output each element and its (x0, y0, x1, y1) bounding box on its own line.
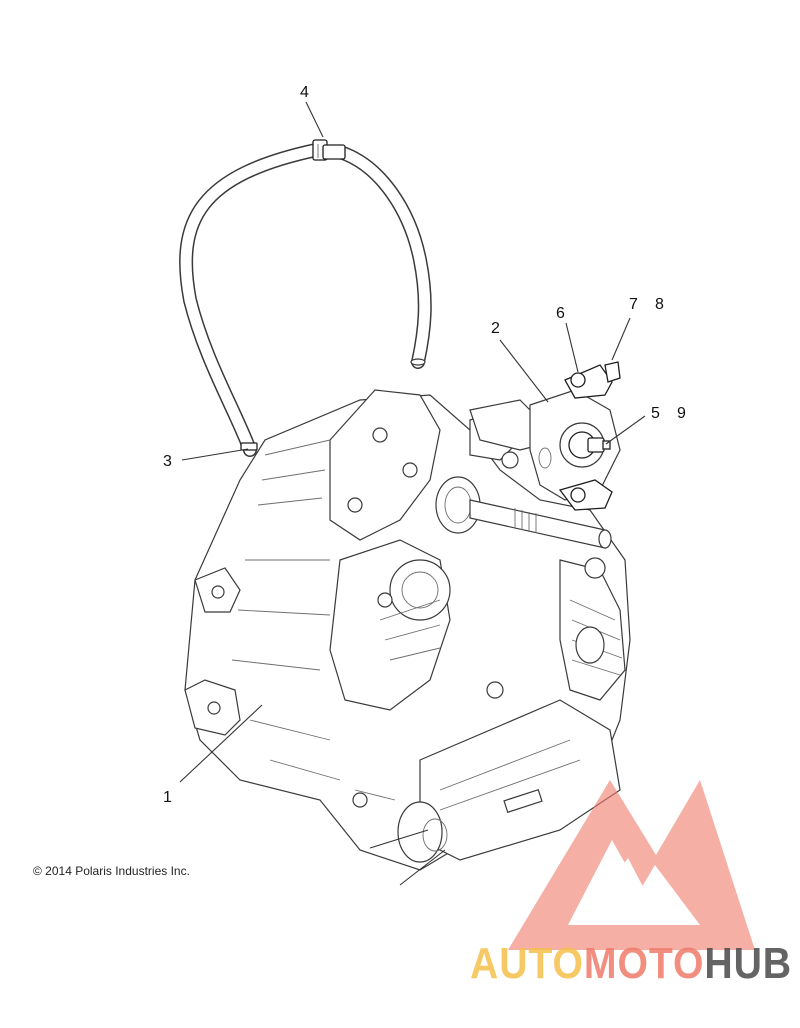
hose-clamp (240, 442, 258, 451)
copyright-notice: © 2014 Polaris Industries Inc. (33, 864, 190, 878)
watermark-text: AUTOMOTOHUB (470, 939, 792, 988)
callout-7: 7 (629, 296, 638, 313)
watermark-word-hub: HUB (704, 939, 792, 988)
watermark-word-moto: MOTO (584, 939, 704, 988)
vent-hose (179, 143, 432, 457)
callout-4: 4 (300, 84, 309, 101)
watermark-word-auto: AUTO (470, 939, 584, 988)
svg-text:AUTOMOTOHUB: AUTOMOTOHUB (470, 939, 792, 988)
watermark-logo (508, 780, 755, 950)
callout-1: 1 (163, 789, 172, 806)
callout-9: 9 (677, 405, 686, 422)
gear-position-switch (558, 361, 621, 511)
callout-2: 2 (491, 320, 500, 337)
leader-lines (179, 101, 646, 783)
callout-labels: 1 2 3 4 5 6 7 8 9 (163, 84, 686, 806)
callout-8: 8 (655, 296, 664, 313)
callout-3: 3 (163, 453, 172, 470)
vent-fitting (312, 139, 346, 161)
callout-6: 6 (556, 305, 565, 322)
callout-5: 5 (651, 405, 660, 422)
